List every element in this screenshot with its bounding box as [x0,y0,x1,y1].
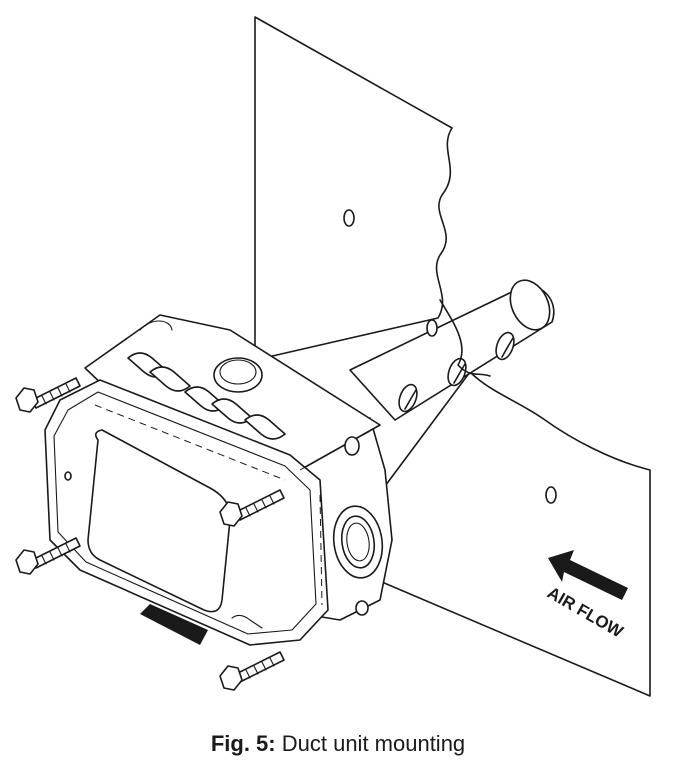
display-window [87,429,231,613]
duct-wall [254,16,651,697]
screw-bottom-right [219,651,285,691]
screw-middle-right [219,489,285,527]
screw-top-left [15,377,81,413]
sensor-housing [44,314,393,646]
caption-label: Fig. 5: [210,731,276,756]
wall-hole-upper [343,209,355,227]
conduit-port [332,505,384,579]
airflow-arrow-icon [548,550,628,600]
figure-caption: Fig. 5: Duct unit mounting [0,731,676,757]
hinge [127,352,286,440]
bottom-label-tab [140,604,208,645]
probe-tube [349,279,555,421]
screw-bottom-left [15,537,81,575]
wall-hole-lower [545,486,557,504]
caption-text: Duct unit mounting [281,731,466,756]
